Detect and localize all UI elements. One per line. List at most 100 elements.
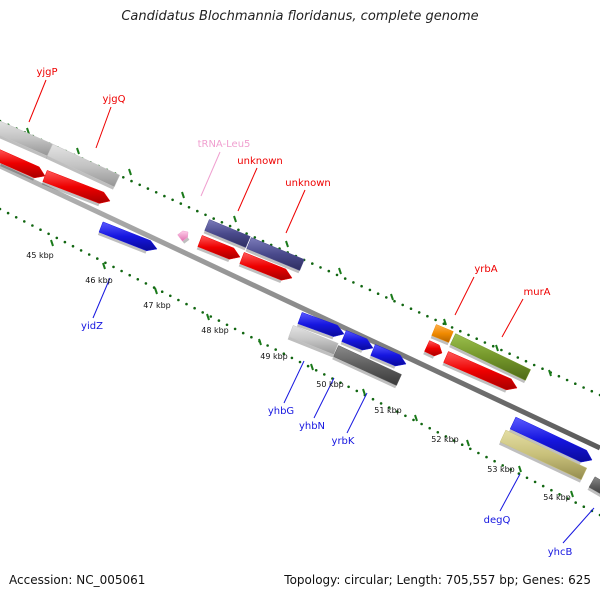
tick-dot [96, 257, 99, 260]
tick-dot [138, 183, 141, 187]
tick-dot [396, 410, 399, 413]
kbp-tick [390, 293, 394, 301]
kbp-label: 54 kbp [543, 493, 571, 502]
leader-line [454, 276, 475, 316]
kbp-label: 46 kbp [85, 276, 113, 285]
kbp-tick [548, 369, 552, 377]
tick-dot [352, 281, 355, 284]
tick-dot [193, 306, 196, 310]
tick-dot [508, 352, 511, 356]
tick-dot [233, 327, 237, 331]
gene-yhbN-arrow [340, 330, 374, 353]
kbp-tick [26, 127, 30, 135]
tick-dot [146, 187, 150, 190]
gene-yjgP-arrow [0, 149, 46, 181]
tick-dot [171, 198, 174, 202]
gene-label-yrbA: yrbA [474, 264, 497, 275]
tick-dot [541, 484, 545, 488]
leader-line [95, 106, 112, 149]
tick-dot [360, 284, 363, 288]
tick-dot [311, 262, 314, 265]
gene-label-yhbG: yhbG [268, 406, 294, 417]
tick-dot [566, 497, 569, 500]
leader-line [501, 298, 524, 338]
tick-dot [6, 211, 10, 215]
tick-dot [444, 435, 448, 438]
map-title: Candidatus Blochmannia floridanus, compl… [121, 9, 479, 24]
tick-dot [385, 296, 388, 299]
tick-dot [347, 385, 350, 389]
kbp-label: 50 kbp [316, 380, 344, 389]
tick-dot [0, 207, 2, 211]
tick-dot [39, 228, 42, 231]
tick-dot [459, 329, 462, 333]
tick-dot [87, 253, 91, 256]
tick-dot [417, 311, 421, 314]
tick-dot [491, 344, 495, 348]
tick-dot [130, 179, 133, 183]
tick-dot [169, 294, 172, 298]
gene-yjgQ-bar [46, 143, 121, 190]
tick-dot [436, 431, 440, 434]
tick-dot [47, 232, 50, 236]
tick-dot [323, 373, 326, 376]
tick-dot [217, 319, 221, 322]
tick-dot [590, 389, 594, 393]
kbp-label: 51 kbp [374, 406, 402, 415]
gene-degQ-bar [499, 429, 588, 483]
tick-dot [314, 369, 318, 372]
tick-dot [532, 363, 536, 367]
tick-dot [558, 493, 561, 496]
leader-line [92, 277, 111, 319]
tick-dot [574, 382, 577, 386]
kbp-label: 45 kbp [26, 251, 54, 260]
kbp-tick [50, 239, 54, 247]
kbp-tick [362, 388, 366, 396]
gene-yidZ [97, 221, 158, 254]
tick-dot [393, 299, 396, 303]
tick-dot [298, 360, 302, 364]
tick-dot [387, 406, 391, 409]
leader-line [200, 151, 221, 197]
tick-dot [196, 209, 199, 213]
gene-yhcB-bar [587, 476, 600, 497]
tick-dot [274, 348, 278, 351]
tick-dot [460, 443, 464, 447]
gene-yrbK-arrow [369, 344, 407, 369]
gene-label-murA: murA [523, 287, 550, 298]
tick-dot [319, 266, 322, 269]
gene-yrbK-bar [332, 345, 402, 389]
gene-yrbA [430, 324, 454, 346]
tick-dot [177, 298, 180, 302]
tick-dot [409, 307, 413, 311]
kbp-label: 47 kbp [143, 301, 171, 310]
leader-line [237, 167, 258, 212]
gene-label-yidZ: yidZ [81, 321, 103, 332]
kbp-tick [495, 344, 499, 352]
tick-dot [412, 418, 415, 422]
tick-dot [582, 505, 586, 509]
leader-line [28, 79, 47, 123]
tick-dot [209, 315, 213, 318]
tick-dot [104, 261, 107, 265]
tick-dot [250, 335, 253, 339]
tick-dot [160, 290, 164, 294]
tick-dot [516, 356, 520, 359]
leader-line [313, 377, 335, 419]
tick-dot [55, 236, 59, 240]
gene-label-yrbK: yrbK [332, 436, 355, 447]
kbp-tick [443, 318, 447, 326]
tick-dot [550, 488, 553, 492]
kbp-label: 53 kbp [487, 465, 515, 474]
tick-dot [582, 386, 585, 389]
gene-label-tRNA-Leu5: tRNA-Leu5 [198, 139, 251, 150]
kbp-label: 49 kbp [260, 352, 288, 361]
tick-dot [63, 240, 67, 244]
kbp-tick [570, 490, 574, 498]
tick-dot [241, 331, 245, 335]
tick-dot [245, 232, 248, 235]
tick-dot [450, 326, 454, 329]
tick-dot [335, 273, 339, 277]
tick-dot [483, 341, 487, 344]
tick-dot [79, 249, 83, 252]
